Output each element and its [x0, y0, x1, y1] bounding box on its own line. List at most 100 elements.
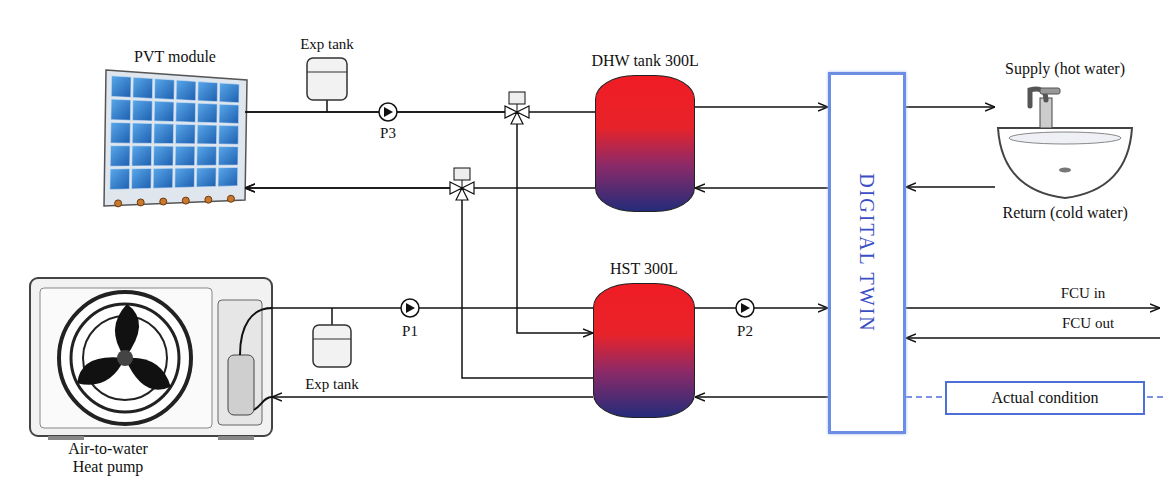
heat-pump-unit [40, 288, 212, 428]
three-way-valve [450, 168, 474, 200]
pv-cell [219, 104, 239, 123]
pump-symbol [401, 299, 419, 317]
heat-pump-unit [59, 292, 191, 424]
pv-cell [110, 169, 130, 190]
pv-cell [111, 76, 131, 98]
three-way-valve [450, 182, 474, 200]
collector-tube [182, 197, 189, 204]
pv-cell [176, 102, 196, 122]
label-anchor: Exp tank [305, 375, 359, 393]
pump-symbol [736, 299, 754, 317]
pv-cell [175, 168, 195, 188]
pv-cell [111, 122, 131, 143]
pv-cell [176, 80, 196, 100]
node-label: HST 300L [610, 260, 678, 278]
expansion-tank [313, 308, 351, 367]
node-label: DHW tank 300L [592, 52, 699, 70]
pv-cell [219, 125, 239, 144]
pv-cell [175, 146, 195, 165]
pv-cell [154, 79, 174, 100]
pipe-connector [695, 106, 828, 108]
pv-cell [153, 168, 173, 188]
label-anchor: FCU out [1062, 314, 1114, 332]
heat-pump-unit [71, 304, 179, 412]
vertical-title: DIGITAL TWIN [856, 173, 878, 333]
heat-pump: Air-to-water Heat pump [30, 278, 272, 436]
node-label: PVT module [134, 48, 216, 66]
pv-cell [154, 101, 174, 121]
node-label: Air-to-water Heat pump [58, 440, 158, 476]
pipe-connector [695, 396, 828, 398]
label-anchor: P2 [737, 322, 753, 340]
pv-cell [197, 146, 217, 165]
collector-tube [115, 195, 235, 207]
signal-link [906, 396, 945, 398]
node-label: Return (cold water) [1003, 204, 1128, 222]
pv-cell [218, 167, 238, 186]
sink-illustration [998, 88, 1132, 198]
digital-twin-box: DIGITAL TWIN [828, 72, 906, 434]
part-label: FCU out [1062, 315, 1114, 331]
pv-cell [153, 146, 173, 166]
expansion-tank [307, 72, 347, 73]
pump-symbol [379, 103, 397, 121]
fcu-pipe [906, 337, 1160, 339]
collector-tube [137, 199, 144, 206]
pv-cell [218, 147, 238, 166]
pv-cell [196, 168, 216, 187]
fcu-pipe [906, 307, 1160, 309]
label-anchor: FCU in [1061, 284, 1106, 302]
collector-tube [227, 195, 234, 202]
fcu-pipe [906, 308, 1160, 338]
condition-box: Actual condition [945, 381, 1145, 415]
heat-pump-unit [254, 397, 272, 410]
collector-tube [205, 196, 212, 203]
pump-label: P2 [737, 323, 753, 339]
pv-cell [133, 77, 153, 98]
pipe-connector [906, 106, 995, 108]
heat-pump-unit [48, 436, 84, 440]
heat-pump-unit [117, 350, 133, 366]
pv-cell [132, 168, 152, 188]
expansion-tank [307, 58, 347, 112]
pv-cell [110, 146, 130, 167]
pump-symbol [741, 303, 750, 313]
heat-pump-unit [240, 308, 272, 355]
pipe-connector [245, 112, 593, 333]
part-label: Exp tank [305, 376, 359, 392]
label-anchor: Exp tank [300, 35, 354, 53]
pipe-connector [695, 187, 828, 189]
expansion-tank [313, 339, 351, 340]
expansion-tank [326, 100, 328, 112]
pipe-connector [695, 307, 828, 309]
sink-illustration [1059, 168, 1071, 173]
pv-cell [197, 125, 217, 144]
pvt-panel [104, 70, 247, 207]
pipe-connector [272, 396, 593, 398]
collector-tube [115, 200, 122, 207]
pv-cell [175, 124, 195, 144]
three-way-valve [505, 92, 529, 124]
three-way-valve [454, 168, 470, 180]
sink-illustration [1040, 88, 1060, 94]
dhw-tank: DHW tank 300L [595, 75, 695, 212]
pipe-connector [906, 186, 995, 188]
heat-pump-unit [228, 355, 254, 415]
pump-symbol [401, 299, 419, 317]
pump-label: P3 [380, 125, 396, 141]
expansion-tank [313, 325, 351, 367]
heat-pump-unit [30, 278, 272, 436]
three-way-valve [509, 92, 525, 104]
heat-pump-unit [218, 436, 254, 440]
pv-cell [154, 124, 174, 144]
label-anchor: P3 [380, 124, 396, 142]
node-label: Supply (hot water) [1005, 60, 1125, 78]
pv-cell [197, 103, 217, 123]
heat-pump-unit [218, 300, 262, 425]
sink-fixture: Supply (hot water)Return (cold water) [995, 84, 1135, 200]
three-way-valve [505, 106, 529, 124]
pipe-connector [272, 307, 593, 309]
collector-tube [160, 198, 167, 205]
pv-cell [219, 83, 239, 103]
pv-cell [110, 76, 239, 190]
